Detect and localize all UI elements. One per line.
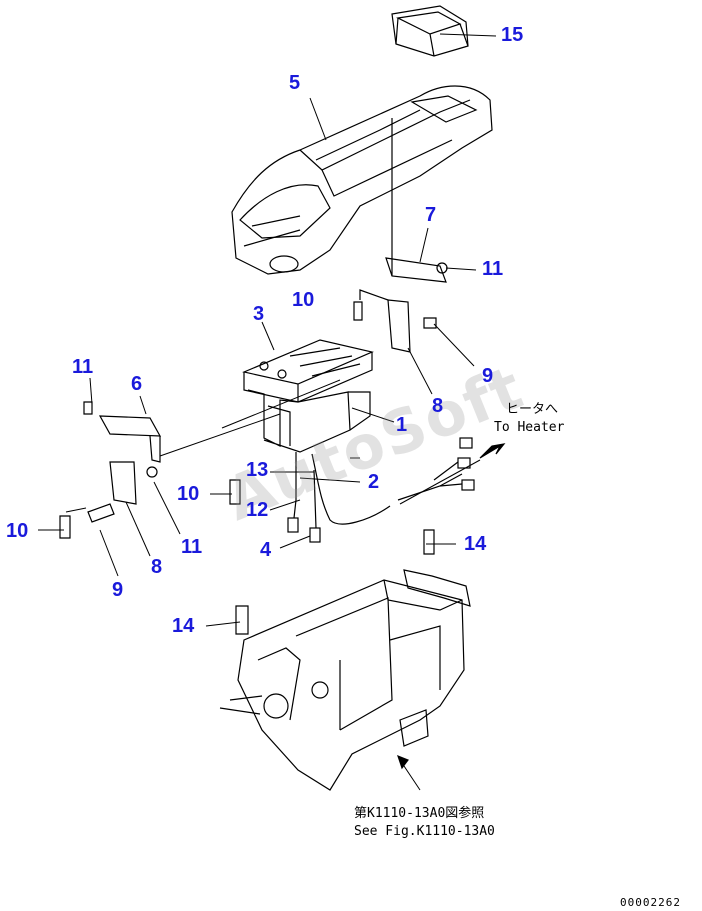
callout-2: 2 <box>368 471 380 493</box>
reference-note-jp: 第K1110-13A0図参照 <box>354 806 485 821</box>
ref-arrow <box>397 754 409 770</box>
callout-10-top: 10 <box>292 289 315 311</box>
heater-arrow <box>479 443 506 459</box>
callout-1: 1 <box>396 414 408 436</box>
callout-10-left: 10 <box>177 483 200 505</box>
callout-11-mid: 11 <box>181 536 203 558</box>
base-frame <box>219 569 471 791</box>
callout-10-far: 10 <box>6 520 29 542</box>
part-8-left-bracket <box>109 461 137 505</box>
callout-6: 6 <box>131 373 143 395</box>
part-6-bracket <box>98 415 162 463</box>
part-5-console-cover <box>231 85 493 275</box>
callout-13: 13 <box>246 459 269 481</box>
callout-14-left: 14 <box>172 615 195 637</box>
callout-4: 4 <box>260 539 272 561</box>
part-8-right-bracket <box>359 289 411 353</box>
callout-7: 7 <box>425 204 437 226</box>
callout-11-left: 11 <box>72 356 94 378</box>
bolt-icons <box>59 262 448 635</box>
callout-15: 15 <box>501 24 524 46</box>
reference-note-en: See Fig.K1110-13A0 <box>354 824 495 839</box>
callout-8-left: 8 <box>151 556 163 578</box>
part-7-bracket <box>385 118 447 283</box>
callout-5: 5 <box>289 72 301 94</box>
callout-11-top: 11 <box>482 258 504 280</box>
callout-9-left: 9 <box>112 579 124 601</box>
callout-12: 12 <box>246 499 269 521</box>
callout-8-right: 8 <box>432 395 444 417</box>
heater-note-en: To Heater <box>494 420 565 435</box>
figure-code: 00002262 <box>620 896 681 909</box>
callout-14-right: 14 <box>464 533 487 555</box>
part-15-tray <box>391 5 469 57</box>
heater-note-jp: ヒータへ <box>506 402 559 417</box>
callout-9-right: 9 <box>482 365 494 387</box>
part-2-harness <box>287 437 475 543</box>
leader-lines <box>38 33 497 791</box>
callout-3: 3 <box>253 303 265 325</box>
